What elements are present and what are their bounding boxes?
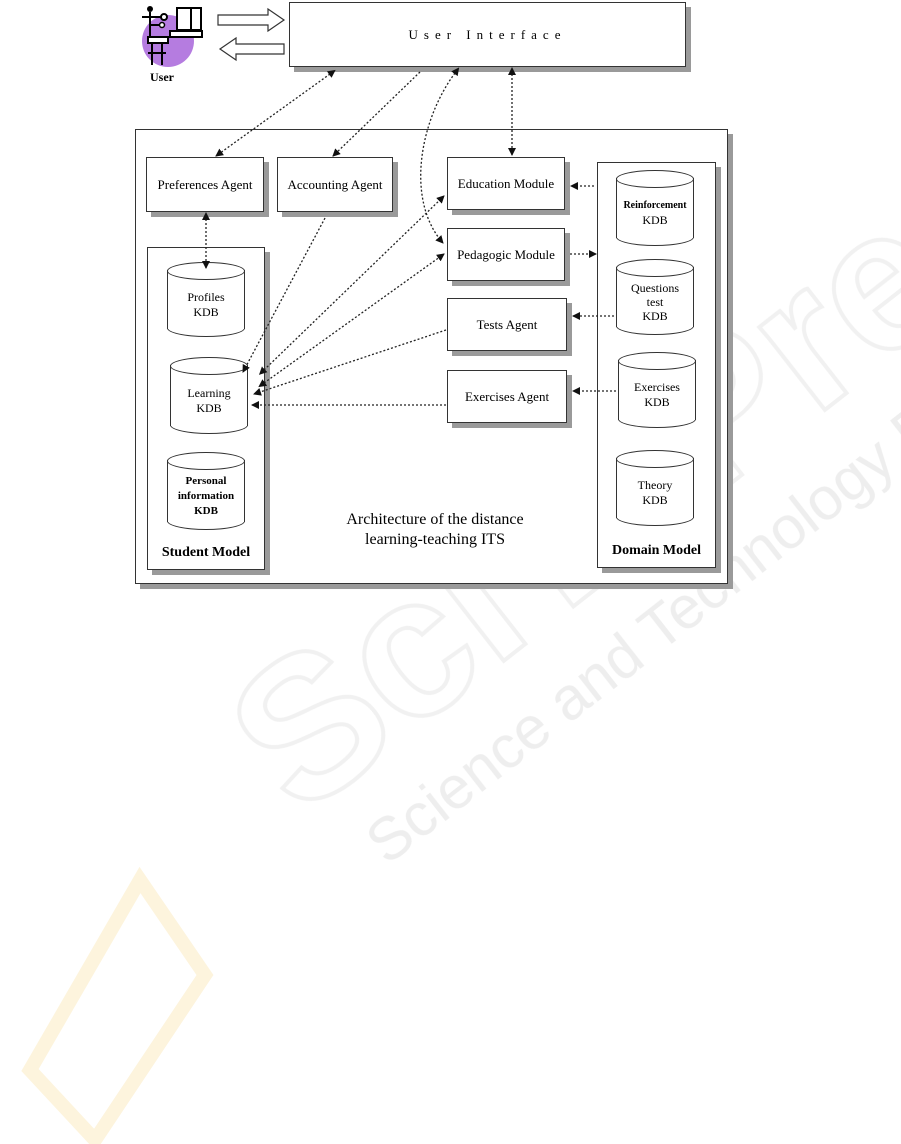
accounting-agent-box: Accounting Agent [277,157,393,212]
domain-model-label: Domain Model [611,543,702,558]
exercises-kdb-suffix: KDB [644,395,670,409]
architecture-title-line2: learning-teaching ITS [365,531,505,548]
learning-kdb-name: Learning [187,385,231,400]
student-model-label: Student Model [161,545,251,560]
accounting-agent-label: Accounting Agent [287,176,383,192]
profiles-kdb-name: Profiles [187,289,225,304]
preferences-agent-label: Preferences Agent [157,176,253,192]
ui-to-user-arrow [218,36,285,62]
architecture-title-line1: Architecture of the distance [346,511,524,528]
exercises-agent-box: Exercises Agent [447,370,567,423]
pedagogic-module-label: Pedagogic Module [457,246,555,262]
architecture-title: Architecture of the distance learning-te… [295,510,575,550]
pedagogic-module-box: Pedagogic Module [447,228,565,281]
reinforcement-kdb-suffix: KDB [642,212,668,227]
user-interface-box: User Interface [289,2,686,67]
education-module-label: Education Module [457,175,555,191]
tests-agent-label: Tests Agent [476,316,538,332]
preferences-agent-box: Preferences Agent [146,157,264,212]
education-module-box: Education Module [447,157,565,210]
exercises-agent-label: Exercises Agent [464,388,550,404]
questions-test-kdb-name: Questions test [631,281,679,309]
theory-kdb-suffix: KDB [642,493,668,507]
reinforcement-kdb-name: Reinforcement [623,199,687,211]
questions-test-kdb-suffix: KDB [642,309,668,323]
user-interface-label: User Interface [408,26,567,42]
user-label: User [150,70,174,84]
user-to-ui-arrow [217,7,286,33]
theory-kdb-name: Theory [637,478,673,492]
tests-agent-box: Tests Agent [447,298,567,351]
profiles-kdb-suffix: KDB [193,304,219,319]
personal-information-kdb-name: Personal information [177,474,235,502]
exercises-kdb-name: Exercises [634,380,680,394]
learning-kdb-suffix: KDB [196,400,222,415]
user-computer-icon [142,6,203,67]
personal-information-kdb-suffix: KDB [194,504,218,517]
